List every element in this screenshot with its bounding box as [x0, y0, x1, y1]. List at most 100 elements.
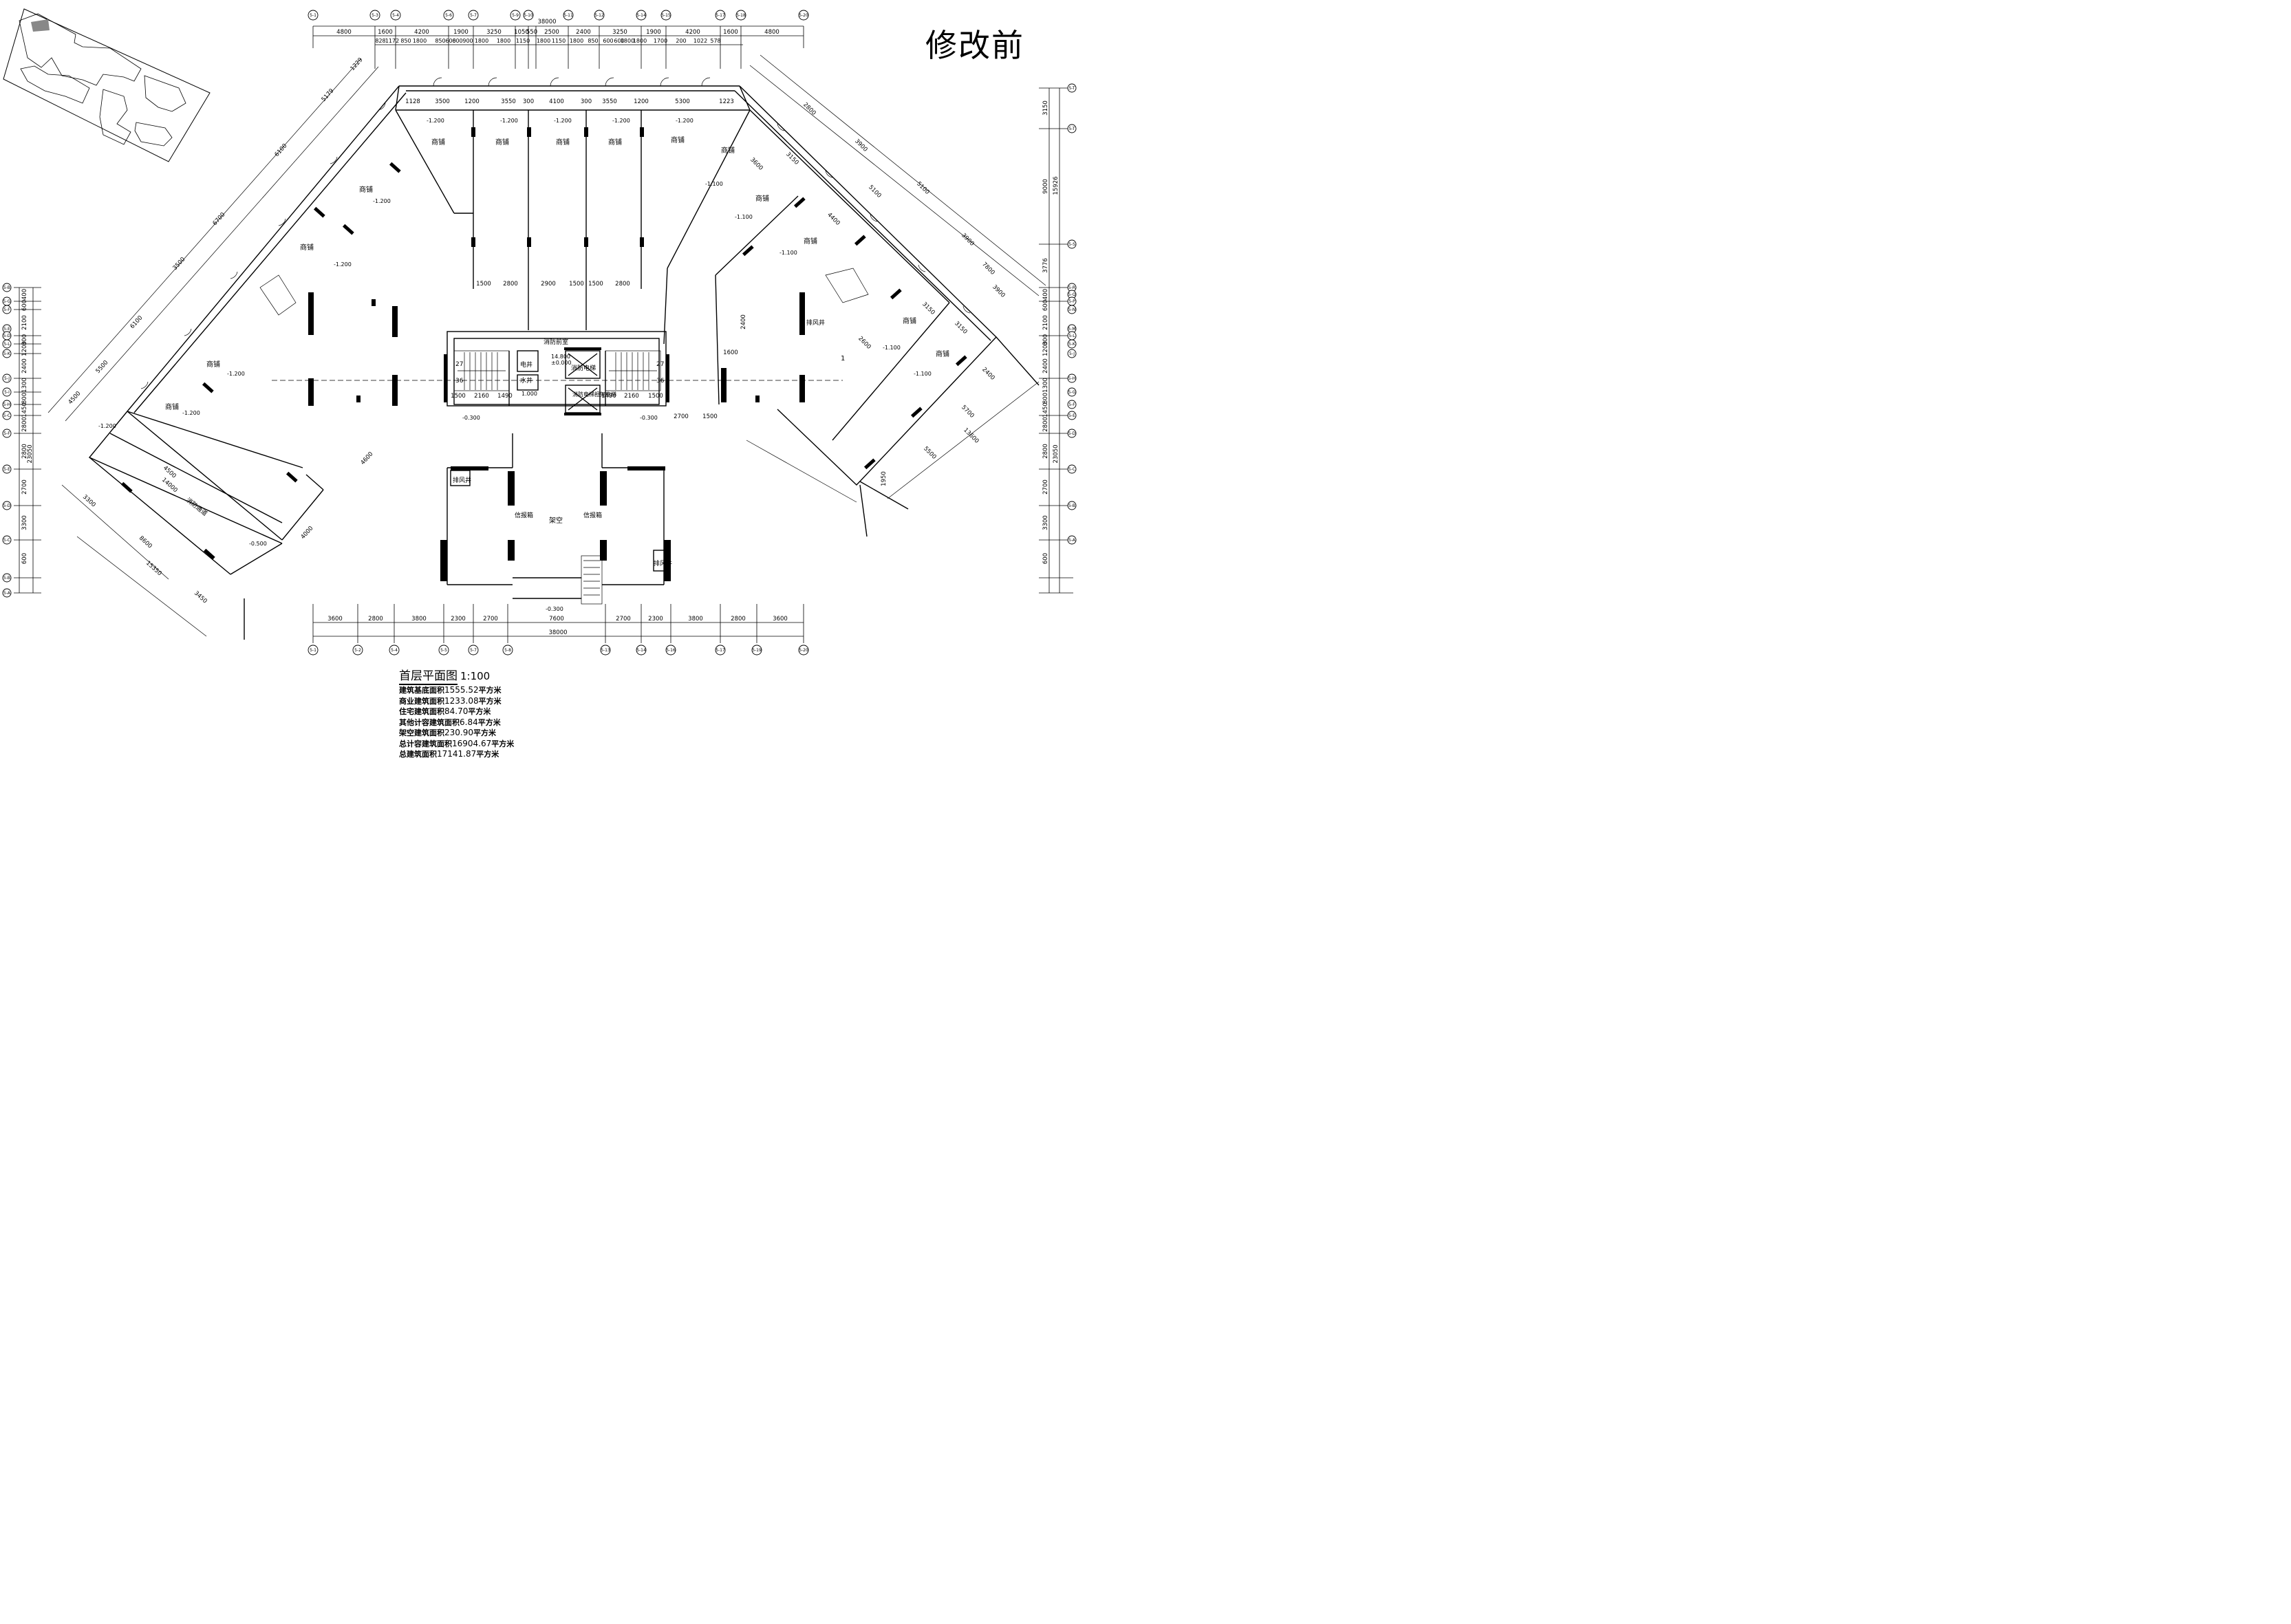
left-axis-bubbles: 5-B5-G5-F5-E5-D5-L5-K5-J5-I5-H5-C5-F5-E5… [2, 283, 12, 598]
axis-label: 5-N [1068, 307, 1075, 312]
axis-bubble: 5-12 [594, 10, 605, 21]
dimension-value: 2400 [21, 358, 28, 373]
area-label: 总建筑面积 [399, 750, 437, 759]
dimension-value: 1600 [378, 29, 393, 36]
axis-bubble: 5-D [2, 331, 12, 340]
dimension-value: 3250 [612, 29, 627, 36]
dimension-value: 2700 [483, 616, 498, 622]
axis-bubble: 5-S [1067, 239, 1077, 249]
right-wing-outline [715, 85, 1040, 510]
axis-label: 5-B [3, 285, 10, 290]
axis-label: 5-P [1068, 299, 1075, 304]
dimension-value: 3250 [486, 29, 502, 36]
dimension-value: 1172 [385, 38, 399, 44]
level-mark: -1.200 [98, 423, 116, 429]
area-label: 商业建筑面积 [399, 696, 444, 706]
level-mark: -1.100 [779, 250, 797, 256]
dimension-value: 1600 [723, 349, 738, 356]
axis-label: 5-A [3, 591, 11, 596]
room-label-fire-lane: 消防通道 [184, 496, 209, 518]
dimension-value: 5100 [915, 180, 930, 195]
axis-label: 5-L [1068, 334, 1075, 338]
dimension-value: 5100 [867, 184, 882, 199]
area-row: 住宅建筑面积84.70平方米 [399, 706, 550, 717]
stair-up-count: 27 [656, 361, 664, 368]
level-mark: -1.200 [334, 261, 352, 268]
dimension-value: 4500 [67, 390, 83, 406]
axis-bubble: 5-J [1067, 349, 1077, 358]
axis-bubble: 5-L [2, 339, 12, 349]
dimension-value: 1022 [693, 38, 707, 44]
dimension-value: 1200 [464, 98, 480, 105]
axis-bubble: 5-1 [308, 645, 319, 656]
axis-label: 5-15 [661, 13, 671, 18]
axis-label: 5-13 [601, 648, 610, 653]
axis-bubble: 5-19 [751, 645, 762, 656]
axis-label: 5-14 [636, 13, 646, 18]
left-total-dimension: 23050 [27, 444, 34, 463]
dimension-value: 1300 [21, 378, 28, 393]
axis-label: 5-H [1068, 376, 1076, 381]
axis-label: 5-7 [470, 13, 477, 18]
level-mark: 1.000 [521, 391, 537, 397]
structural-columns [308, 127, 805, 581]
level-mark: ±0.000 [551, 360, 572, 366]
axis-label: 5-E [1068, 413, 1075, 418]
dimension-value: 2300 [451, 616, 466, 622]
dimension-value: 1200 [1042, 341, 1049, 356]
axis-bubble: 5-16 [665, 645, 676, 656]
bottom-dimension-lines [312, 604, 804, 643]
area-row: 建筑基底面积1555.52平方米 [399, 685, 550, 696]
dimension-value: 1700 [654, 38, 667, 44]
axis-label: 5-8 [504, 648, 511, 653]
left-wing-outline [88, 85, 407, 575]
dimension-value: 3300 [21, 515, 28, 530]
dimension-value: 2400 [576, 29, 591, 36]
axis-bubble: 5-8 [502, 645, 513, 656]
axis-label: 5-Q [1068, 292, 1076, 297]
dimension-value: 1800 [497, 38, 510, 44]
level-mark: -0.300 [462, 415, 480, 421]
dimension-value: 1500 [648, 393, 663, 400]
dimension-value: 550 [526, 29, 537, 36]
level-mark: -1.200 [676, 118, 693, 124]
dimension-value: 2800 [503, 281, 518, 288]
area-row: 总计容建筑面积16904.67平方米 [399, 739, 550, 750]
area-value: 6.84 [460, 717, 478, 727]
dimension-value: 578 [710, 38, 720, 44]
axis-bubble: 5-F [2, 305, 12, 314]
stair-down-count: 36 [455, 378, 464, 385]
axis-label: 5-B [1068, 504, 1075, 508]
dimension-value: 3900 [853, 138, 868, 153]
right-wing-dimensions [746, 54, 1046, 503]
axis-bubble: 5-D [1067, 429, 1077, 438]
room-label-mailbox: 信报箱 [515, 511, 533, 519]
right-dimension-texts: 3150900037764006002100300120024001300800… [1042, 100, 1049, 564]
axis-bubble: 5-F [1067, 400, 1077, 409]
dimension-value: 2600 [857, 335, 872, 350]
dimension-value: 6100 [274, 142, 289, 158]
dimension-value: 600 [21, 300, 28, 311]
area-label: 建筑基底面积 [399, 686, 444, 695]
axis-label: 5-5 [440, 648, 447, 653]
axis-label: 5-B [3, 576, 10, 581]
right-dimension-lines [1039, 87, 1073, 594]
axis-label: 5-J [4, 376, 10, 381]
axis-bubble: 5-20 [798, 645, 809, 656]
dimension-value: 3900 [991, 283, 1006, 299]
area-unit: 平方米 [478, 696, 502, 706]
axis-bubble: 5-C [2, 535, 12, 545]
axis-label: 5-I [4, 390, 10, 395]
level-mark: -1.200 [500, 118, 518, 124]
area-row: 架空建筑面积230.90平方米 [399, 728, 550, 739]
floor-plan-drawing: 5-15-35-45-65-75-95-105-115-125-145-155-… [2, 8, 1077, 656]
area-value: 1555.52 [444, 685, 479, 695]
axis-label: 5-F [3, 431, 10, 436]
axis-bubble: 5-9 [510, 10, 521, 21]
dimension-value: 3500 [435, 98, 450, 105]
area-value: 84.70 [444, 706, 469, 716]
